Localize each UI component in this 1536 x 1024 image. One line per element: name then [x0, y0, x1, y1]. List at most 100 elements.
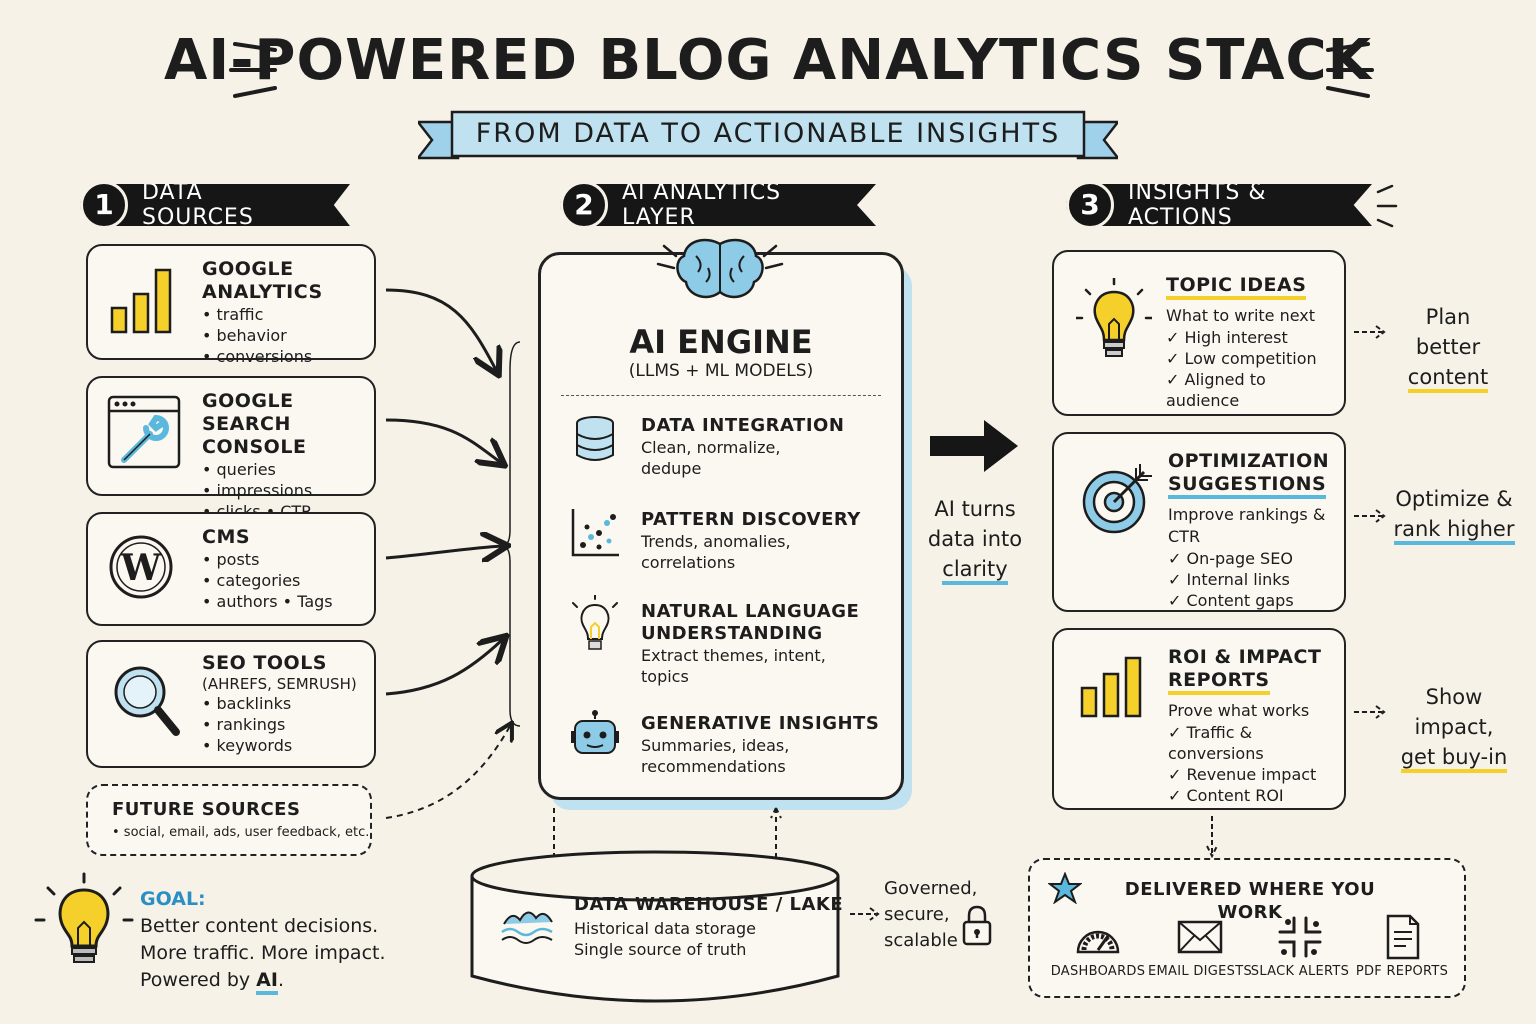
insight-card-topic-ideas: TOPIC IDEAS What to write next ✓ High in… [1052, 250, 1346, 416]
wordpress-icon: W [109, 535, 173, 599]
source-item: • conversions [202, 347, 313, 366]
source-title-line2: CONSOLE [202, 436, 307, 458]
outcome-optimize: Optimize & rank higher [1392, 484, 1516, 545]
source-item: • traffic [202, 305, 264, 324]
feature-desc: recommendations [641, 757, 786, 776]
insight-item: ✓ Content gaps [1168, 591, 1294, 610]
feature-title-line1: NATURAL LANGUAGE [641, 601, 860, 622]
target-icon [1082, 464, 1152, 534]
goal-line3: Powered by AI. [140, 967, 386, 995]
outcome-line2: content [1407, 365, 1489, 393]
page-title: AI-POWERED BLOG ANALYTICS STACK [164, 28, 1372, 93]
emphasis-lines-icon [1376, 184, 1398, 228]
channel-pdf: PDF REPORTS [1350, 914, 1454, 979]
idea-bulb-icon [572, 595, 618, 650]
outcome-roi: Show impact, get buy-in [1392, 682, 1516, 773]
channel-dashboards: DASHBOARDS [1048, 914, 1148, 979]
outcome-topic: Plan better content [1392, 302, 1504, 393]
section-label: INSIGHTS & ACTIONS [1066, 184, 1372, 226]
insight-item: ✓ Traffic & conversions [1168, 723, 1264, 763]
lightbulb-icon [34, 872, 134, 963]
goal-line3-suffix: . [277, 969, 284, 991]
slack-icon [1278, 916, 1322, 958]
insight-lead: Improve rankings & CTR [1168, 505, 1326, 546]
warehouse-line2: Single source of truth [574, 940, 747, 959]
magnifier-icon [114, 666, 180, 736]
outcome-line1: Optimize & [1395, 487, 1513, 511]
ai-turns-line2: data into [927, 527, 1023, 551]
subtitle: FROM DATA TO ACTIONABLE INSIGHTS [475, 118, 1061, 149]
feature-title: GENERATIVE INSIGHTS [641, 713, 880, 734]
goal-line2: More traffic. More impact. [140, 942, 386, 964]
right-arrow-icon [930, 420, 1018, 472]
insight-item: ✓ High interest [1166, 328, 1288, 347]
source-card-google-analytics: GOOGLE ANALYTICS • traffic • behavior • … [86, 244, 376, 366]
feature-desc: Clean, normalize, [641, 438, 781, 457]
insight-title-line1: OPTIMIZATION [1168, 450, 1330, 472]
feature-desc: Summaries, ideas, [641, 736, 790, 755]
divider [561, 395, 881, 396]
source-card-cms: W CMS • posts • categories • authors • T… [86, 512, 376, 626]
envelope-icon [1177, 920, 1223, 954]
lock-icon [962, 905, 992, 946]
lightbulb-icon [1076, 278, 1152, 357]
insight-item: ✓ Revenue impact [1168, 765, 1317, 784]
future-sources-text: • social, email, ads, user feedback, etc… [112, 825, 370, 840]
channel-label: PDF REPORTS [1355, 964, 1449, 979]
insight-title-line1: ROI & IMPACT [1168, 646, 1322, 668]
insight-card-roi: ROI & IMPACT REPORTS Prove what works ✓ … [1052, 628, 1346, 810]
dashed-down-arrow-icon [1206, 816, 1218, 859]
source-item: • rankings [202, 715, 286, 734]
insight-title: TOPIC IDEAS [1166, 274, 1307, 300]
source-item: • posts [202, 550, 260, 569]
robot-icon [571, 710, 619, 754]
goal-block: GOAL: Better content decisions. More tra… [140, 886, 386, 995]
goal-label: GOAL: [140, 888, 206, 910]
source-subtitle: (AHREFS, SEMRUSH) [202, 675, 357, 693]
insight-item: ✓ Content ROI [1168, 786, 1284, 805]
section-number: 2 [560, 181, 608, 229]
section-number: 3 [1066, 181, 1114, 229]
insight-item: ✓ Aligned to audience [1166, 370, 1266, 410]
source-item: • behavior [202, 326, 287, 345]
insight-item: ✓ Internal links [1168, 570, 1290, 589]
source-title: SEO TOOLS [202, 652, 327, 674]
browser-wrench-icon [107, 395, 181, 469]
source-title: CMS [202, 526, 251, 548]
feature-desc: Extract themes, intent, [641, 646, 826, 665]
source-item: • backlinks [202, 694, 292, 713]
insight-card-optimization: OPTIMIZATION SUGGESTIONS Improve ranking… [1052, 432, 1346, 612]
section-number: 1 [80, 181, 128, 229]
outcome-line2: get buy-in [1400, 745, 1508, 773]
source-title: GOOGLE ANALYTICS [202, 258, 323, 303]
source-item: • queries [202, 460, 276, 479]
warehouse-text: DATA WAREHOUSE / LAKE Historical data st… [574, 894, 843, 960]
source-item: • keywords [202, 736, 293, 755]
source-item: • impressions [202, 481, 313, 500]
ai-engine-title: AI ENGINE [629, 323, 813, 361]
section-label: AI ANALYTICS LAYER [560, 184, 876, 226]
warehouse-note-line2: secure, [884, 904, 950, 925]
feature-title: PATTERN DISCOVERY [641, 509, 861, 530]
dashed-arrow-icon [850, 907, 880, 921]
database-icon [576, 416, 614, 461]
warehouse-note-line3: scalable [884, 930, 958, 951]
future-sources-title: FUTURE SOURCES [112, 799, 301, 820]
feature-title-line2: UNDERSTANDING [641, 623, 823, 644]
warehouse-note: Governed, secure, scalable [884, 876, 977, 954]
section-label: DATA SOURCES [80, 184, 350, 226]
feature-title: DATA INTEGRATION [641, 415, 845, 436]
channel-label: EMAIL DIGESTS [1148, 964, 1253, 979]
source-item: • authors • Tags [202, 592, 333, 611]
dashed-arrow-icon [1354, 325, 1386, 339]
brain-icon [656, 238, 784, 299]
source-arrows [385, 288, 521, 819]
source-title-line1: GOOGLE SEARCH [202, 390, 294, 435]
ai-turns-note: AI turns data into clarity [920, 494, 1030, 585]
bar-chart-icon [1080, 656, 1142, 718]
insight-title-line2: SUGGESTIONS [1168, 473, 1327, 499]
source-card-search-console: GOOGLE SEARCH CONSOLE • queries • impres… [86, 376, 376, 521]
section-header-ai-analytics: AI ANALYTICS LAYER 2 [560, 181, 876, 229]
warehouse-note-line1: Governed, [884, 878, 978, 899]
ai-engine-box: AI ENGINE (LLMS + ML MODELS) DATA INTEGR… [538, 252, 904, 800]
